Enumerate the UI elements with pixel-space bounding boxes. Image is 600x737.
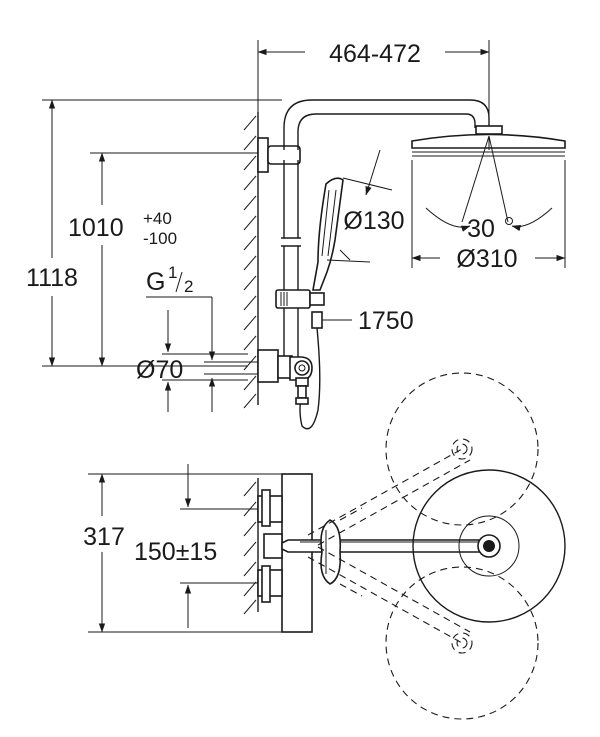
wall-hatching-upper: [243, 112, 259, 409]
swivel-positions: [307, 372, 539, 720]
hand-shower: Ø130: [312, 149, 405, 291]
top-view-hand-shower: [320, 519, 342, 585]
center-distance-label: 150±15: [134, 538, 217, 566]
tilt-angle-label: 30: [467, 215, 495, 243]
rail-height-dimension: 1010 +40 -100: [68, 152, 258, 367]
thread-numerator: 1: [168, 263, 177, 282]
top-view-head-shower: [412, 469, 566, 623]
hose: [299, 327, 321, 430]
width-range-label: 464-472: [329, 40, 421, 68]
rail-height-plus-tolerance: +40: [143, 209, 172, 228]
center-distance-dimension: 150±15: [134, 464, 258, 628]
rail-height-minus-tolerance: -100: [143, 229, 177, 248]
top-view: 317 150±15: [83, 372, 566, 720]
head-shower-diameter-dimension: Ø310: [411, 245, 566, 273]
total-height-label: 1118: [26, 264, 78, 292]
hose-length-label: 1750: [358, 307, 414, 335]
riser-rail: [281, 99, 490, 358]
thermostat-body: [257, 473, 313, 633]
side-view: 464-472: [26, 40, 566, 430]
width-dimension: 464-472: [257, 40, 490, 68]
rosette-diameter-dimension: Ø70: [136, 310, 248, 412]
thread-denominator: 2: [184, 277, 193, 296]
thread-size-label: G 1 2: [146, 263, 258, 412]
thread-prefix: G: [146, 268, 165, 296]
wall-hatching-lower: [243, 478, 259, 615]
top-view-shower-arm: [281, 539, 489, 553]
projection-depth-dimension: 317: [83, 473, 312, 633]
head-shower-diameter-label: Ø310: [456, 245, 517, 273]
hand-shower-diameter-label: Ø130: [343, 207, 404, 235]
slider-holder: [275, 289, 325, 329]
rosette-diameter-label: Ø70: [136, 356, 183, 384]
total-height-dimension: 1118: [26, 99, 282, 367]
projection-depth-label: 317: [83, 523, 125, 551]
rail-height-label: 1010: [68, 214, 124, 242]
head-shower: 30: [411, 125, 566, 243]
wall-outlet-elbow: [257, 349, 313, 405]
